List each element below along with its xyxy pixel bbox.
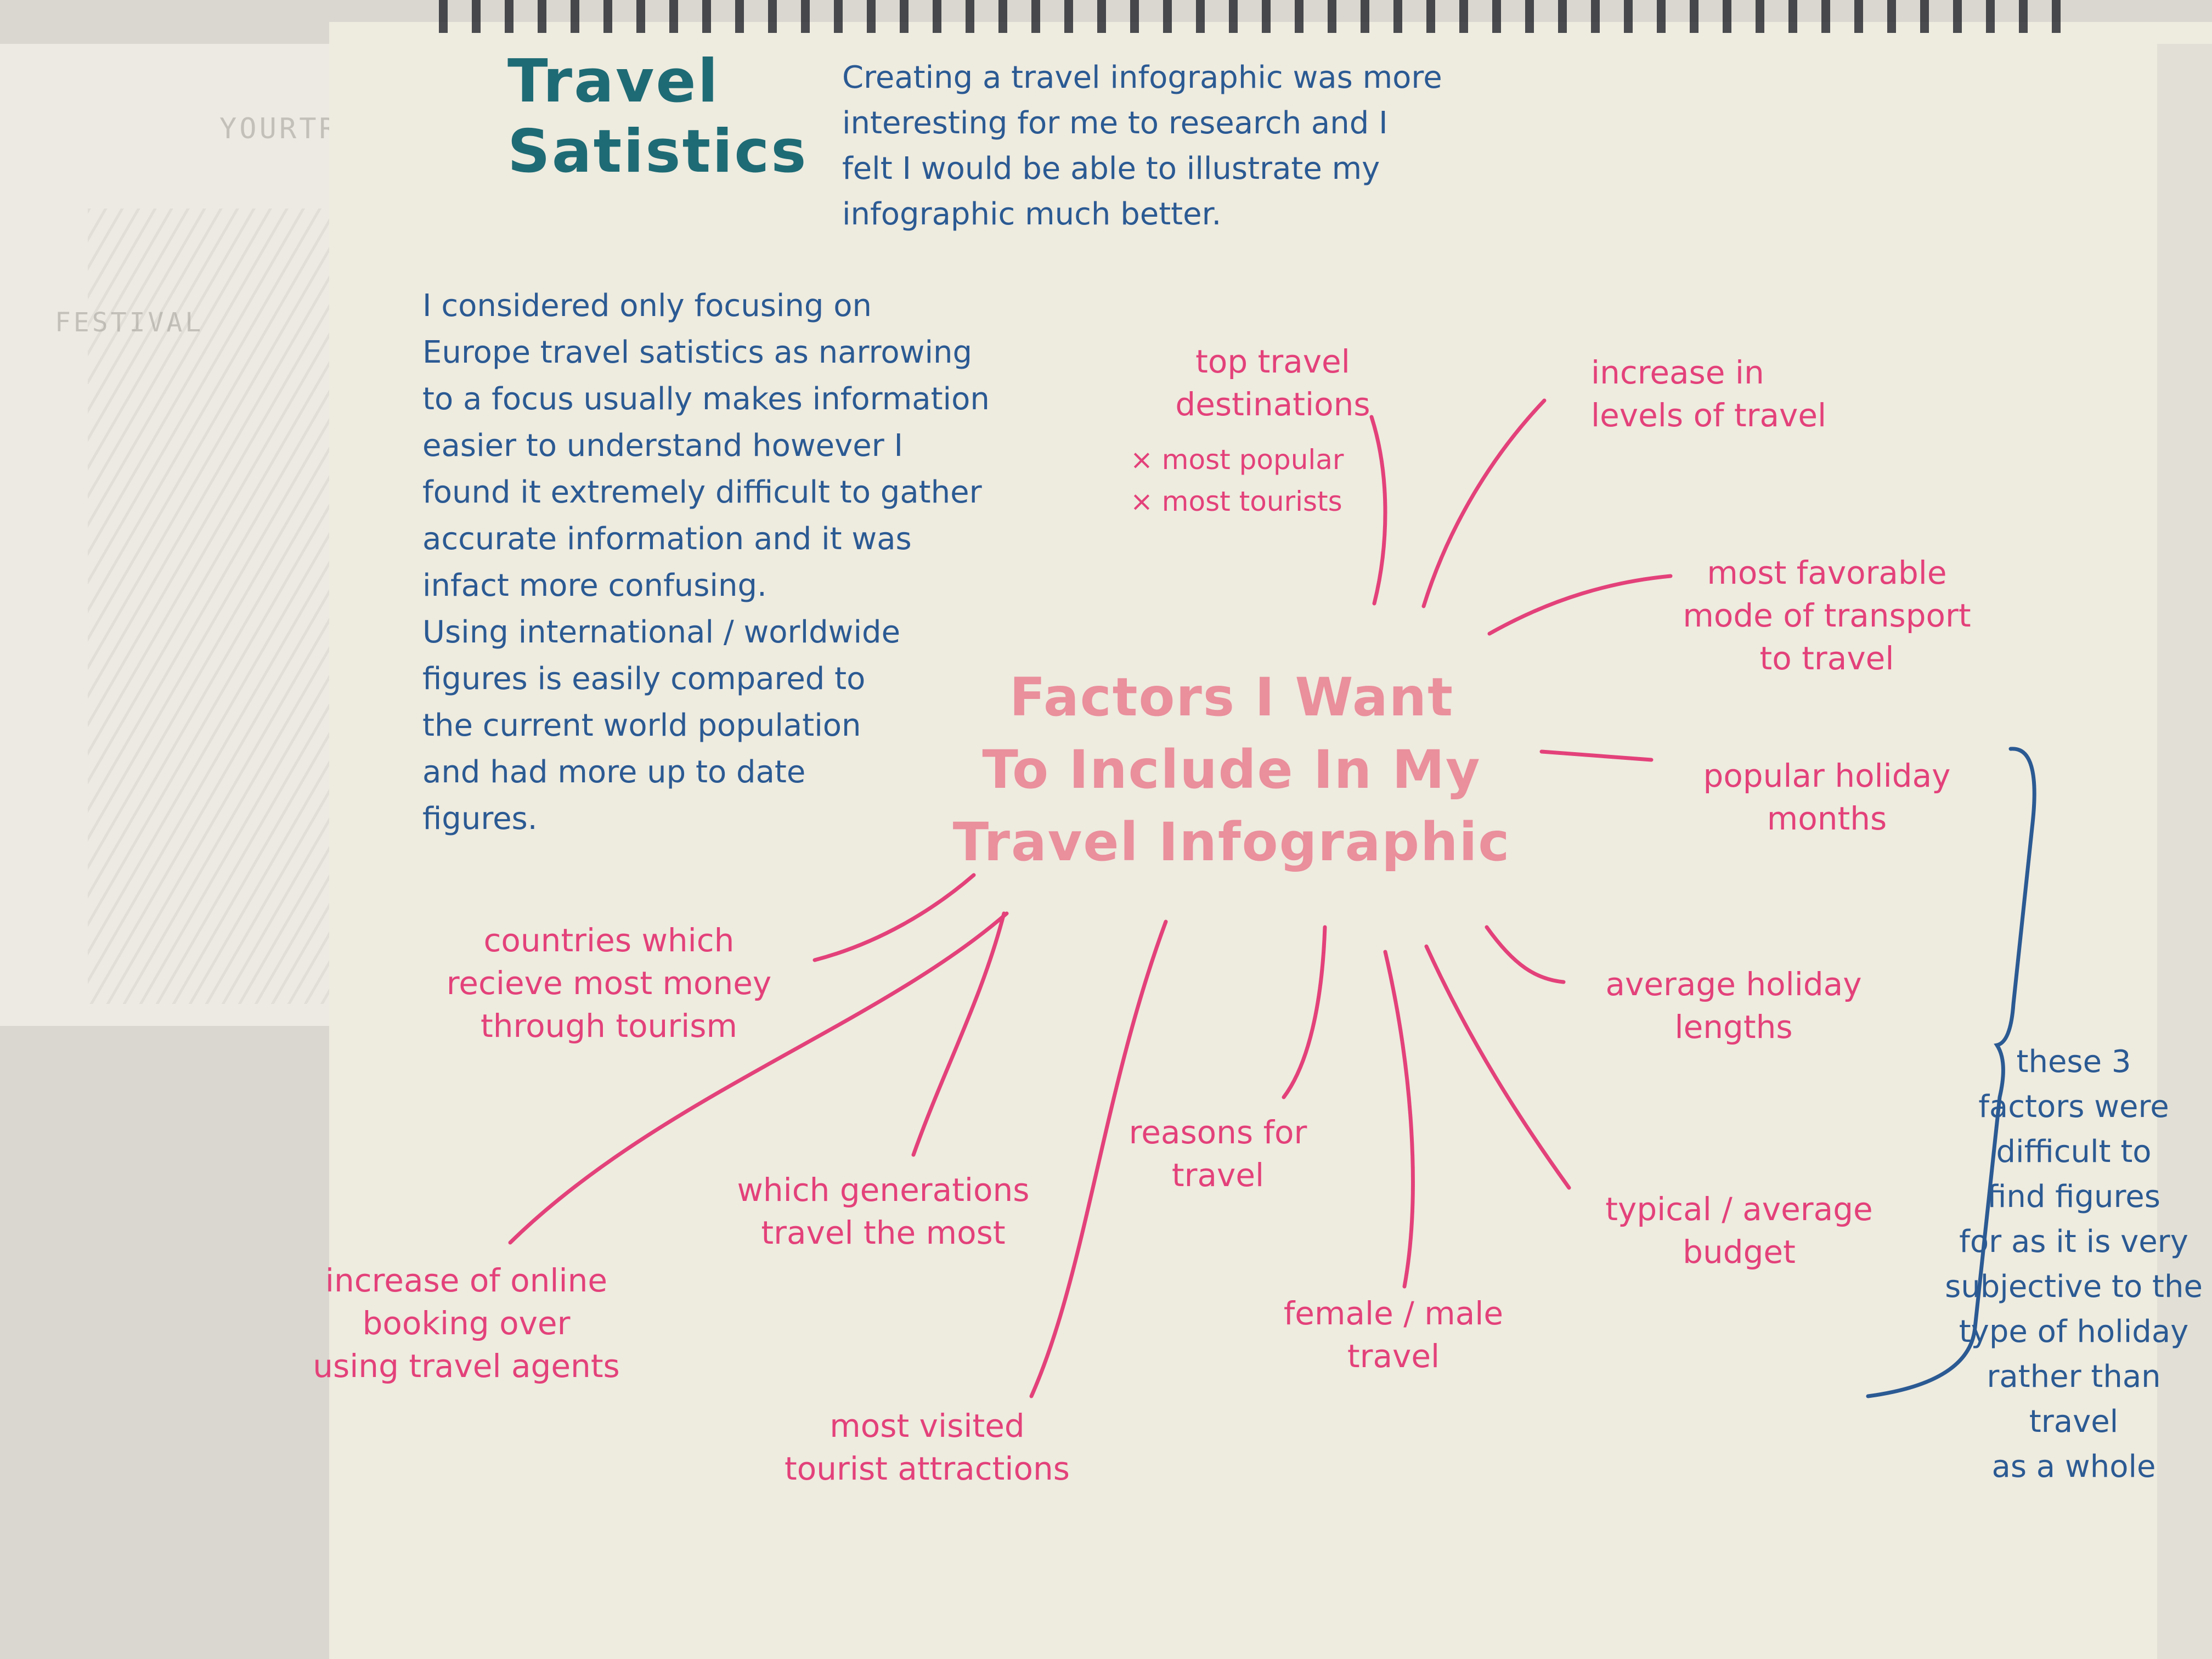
link-increase-levels xyxy=(1421,398,1547,608)
factor-attractions: most visited tourist attractions xyxy=(785,1407,1070,1487)
factor-holiday-lengths: average holiday lengths xyxy=(1605,966,1862,1046)
factor-budget: typical / average budget xyxy=(1605,1190,1873,1271)
factor-money-countries: countries which recieve most money throu… xyxy=(446,922,772,1045)
link-attractions xyxy=(1029,919,1168,1398)
link-top-destinations xyxy=(1369,415,1387,606)
factor-reasons: reasons for travel xyxy=(1128,1114,1307,1194)
link-money-countries xyxy=(812,873,976,962)
research-paragraph: I considered only focusing on Europe tra… xyxy=(422,288,990,837)
factor-holiday-months: popular holiday months xyxy=(1703,757,1951,837)
factor-top-destinations: top travel destinations xyxy=(1175,343,1370,423)
bracket-note: these 3 factors were difficult to find f… xyxy=(1945,1044,2203,1485)
factor-increase-levels: increase in levels of travel xyxy=(1591,354,1827,434)
link-female-male xyxy=(1383,950,1415,1289)
link-budget xyxy=(1424,944,1571,1190)
link-reasons xyxy=(1282,925,1327,1099)
sub-most-popular: × most popular xyxy=(1130,444,1344,476)
show-through-text-mid: FESTIVAL xyxy=(55,307,204,338)
factor-favorable-mode: most favorable mode of transport to trav… xyxy=(1683,554,1971,677)
factor-female-male: female / male travel xyxy=(1283,1295,1504,1375)
link-favorable-mode xyxy=(1487,574,1673,636)
sub-most-tourists: × most tourists xyxy=(1130,486,1342,517)
link-generations xyxy=(911,911,1006,1157)
page-edge xyxy=(2157,44,2212,1659)
spiral-binding xyxy=(439,0,2085,33)
sketchbook-page xyxy=(329,22,2212,1659)
link-holiday-lengths xyxy=(1485,925,1566,984)
bracket-brace xyxy=(1866,747,2036,1398)
link-holiday-months xyxy=(1539,749,1654,762)
central-topic: Factors I Want To Include In My Travel I… xyxy=(952,667,1511,873)
factor-online-booking: increase of online booking over using tr… xyxy=(313,1262,620,1385)
link-online-booking xyxy=(508,911,1009,1245)
factor-generations: which generations travel the most xyxy=(737,1171,1030,1251)
intro-paragraph: Creating a travel infographic was more i… xyxy=(842,60,1442,232)
page-title: Travel Satistics xyxy=(507,47,808,186)
